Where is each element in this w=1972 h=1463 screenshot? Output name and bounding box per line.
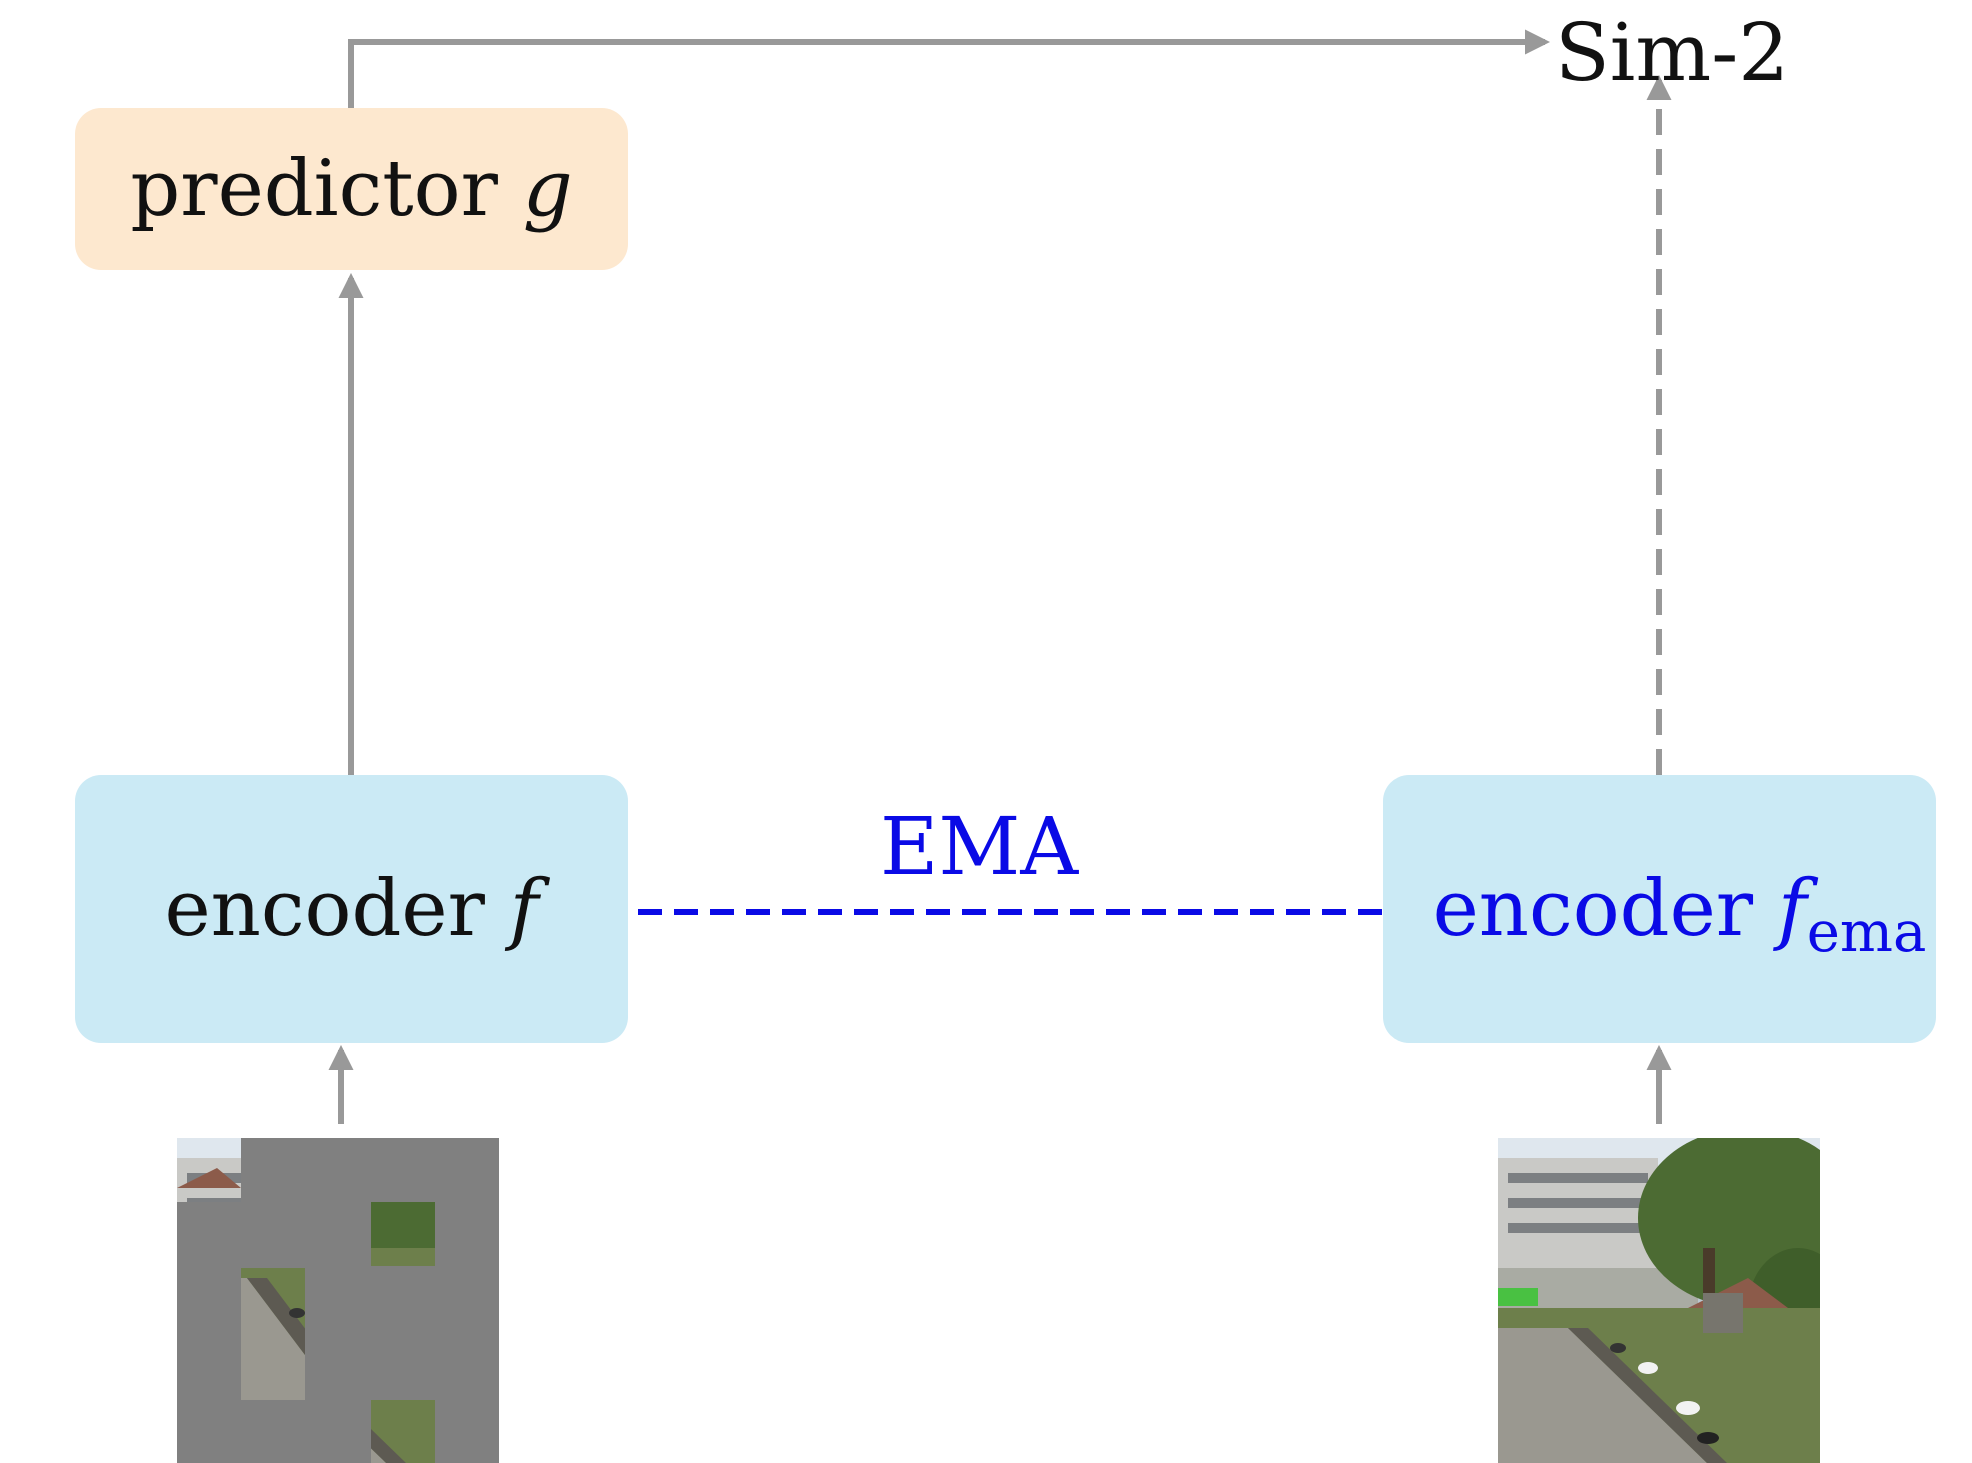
encoder-online-symbol: f xyxy=(509,864,539,954)
visible-patch xyxy=(241,1268,305,1400)
predictor-label: predictor xyxy=(130,144,498,234)
predictor-box: predictor g xyxy=(75,108,628,270)
encoder-target-label: encoder xyxy=(1432,864,1754,954)
patch-scene xyxy=(371,1202,435,1266)
encoder-online-box: encoder f xyxy=(75,775,628,1043)
visible-patch xyxy=(177,1138,241,1202)
scene-illustration xyxy=(1498,1138,1820,1463)
visible-patch xyxy=(371,1202,435,1266)
patch-scene xyxy=(177,1138,241,1202)
encoder-target-symbol: f xyxy=(1777,864,1807,954)
predictor-symbol: g xyxy=(522,144,573,234)
patch-scene xyxy=(241,1268,305,1400)
visible-patch xyxy=(371,1400,435,1463)
masked-input-image xyxy=(177,1138,499,1463)
patch-scene xyxy=(371,1400,435,1463)
predictor-to-sim-arrow xyxy=(348,29,1551,108)
encoder-online-label: encoder xyxy=(164,864,485,954)
encoder-target-box: encoder fema xyxy=(1383,775,1936,1043)
similarity-label: Sim-2 xyxy=(1555,6,1790,99)
full-input-image xyxy=(1498,1138,1820,1463)
ema-label: EMA xyxy=(880,800,1079,893)
encoder-target-subscript: ema xyxy=(1806,900,1927,965)
